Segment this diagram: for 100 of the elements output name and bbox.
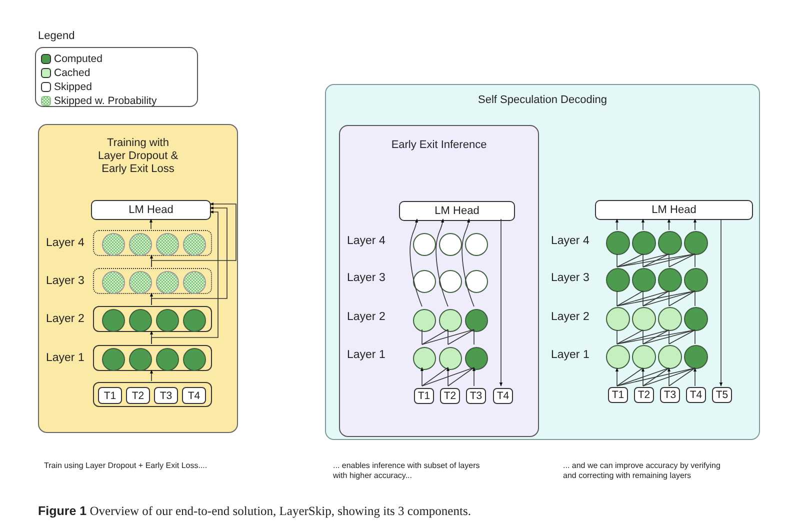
- layer-unit-circle: [412, 232, 436, 256]
- connector-line: [642, 368, 696, 386]
- layer-unit-circle: [658, 268, 682, 292]
- connector-line: [616, 290, 644, 306]
- layer-label: Layer 3: [551, 272, 590, 284]
- panel-title: Early Exit Inference: [390, 139, 488, 152]
- layer-unit-circle: [632, 345, 656, 369]
- layer-unit-circle: [464, 346, 488, 370]
- legend-label: Skipped w. Probability: [54, 94, 157, 106]
- layer-unit-circle: [182, 308, 206, 332]
- layer-label: Layer 2: [551, 311, 590, 323]
- connector-line: [668, 254, 670, 268]
- layer-unit-circle: [606, 231, 630, 255]
- layer-label: Layer 4: [46, 237, 84, 249]
- connector-line: [422, 367, 474, 386]
- arrow: [446, 367, 450, 386]
- connector-line: [668, 368, 696, 386]
- layer-label: Layer 1: [347, 349, 386, 361]
- connector-line: [616, 254, 696, 268]
- arrow: [420, 367, 424, 386]
- connector-line: [642, 290, 670, 306]
- connector-line: [616, 290, 696, 306]
- arrow: [615, 218, 619, 230]
- connector-line: [642, 330, 670, 344]
- layer-unit-circle: [684, 345, 708, 369]
- arrow: [151, 206, 228, 306]
- layer-unit-circle: [684, 268, 708, 292]
- layer-label: Layer 1: [46, 352, 84, 364]
- token-box: T2: [634, 387, 654, 403]
- layer-unit-circle: [438, 232, 462, 256]
- arrow: [667, 218, 671, 230]
- connector-line: [694, 330, 696, 344]
- arrow: [693, 218, 697, 230]
- token-box: T2: [440, 388, 460, 404]
- legend-heading: Legend: [38, 30, 75, 42]
- connector-line: [694, 254, 696, 268]
- layer-unit-circle: [606, 307, 630, 331]
- figure-caption: Figure 1 Overview of our end-to-end solution, LayerSkip, showing its 3 components.: [38, 504, 471, 519]
- arrow: [410, 218, 422, 307]
- panel-title: Training with Layer Dropout & Early Exit Loss: [96, 137, 180, 176]
- layer-label: Layer 2: [347, 311, 386, 323]
- lm-head-box: LM Head: [91, 200, 211, 220]
- arrow: [462, 218, 474, 307]
- token-box: T3: [466, 388, 486, 404]
- connector-line: [642, 368, 670, 386]
- connector-line: [448, 367, 474, 386]
- connector-line: [668, 290, 670, 306]
- lm-head-box: LM Head: [399, 201, 515, 221]
- layer-unit-circle: [632, 231, 656, 255]
- layer-unit-circle: [182, 232, 206, 256]
- connector-line: [694, 290, 696, 306]
- layer-label: Layer 3: [46, 275, 84, 287]
- layer-unit-circle: [658, 345, 682, 369]
- token-box: T4: [182, 387, 206, 404]
- arrow: [499, 218, 503, 386]
- legend-label: Skipped: [54, 80, 92, 92]
- connector-line: [668, 330, 696, 344]
- layer-unit-circle: [156, 232, 178, 256]
- layer-label: Layer 2: [46, 313, 84, 325]
- token-row: [93, 382, 212, 407]
- connector-line: [616, 330, 696, 344]
- connector-line: [642, 290, 644, 306]
- arrow: [719, 218, 723, 386]
- layer-unit-circle: [156, 270, 178, 294]
- arrow: [149, 218, 153, 230]
- arrow: [615, 368, 619, 386]
- layer-unit-circle: [156, 308, 178, 332]
- arrow: [641, 368, 645, 386]
- connector-line: [616, 330, 644, 344]
- legend-label: Computed: [54, 52, 102, 64]
- layer-unit-circle: [412, 270, 436, 292]
- arrow: [151, 202, 236, 268]
- panel: [339, 125, 539, 437]
- layer-unit-circle: [102, 308, 124, 332]
- note-text: ... and we can improve accuracy by verifying and correcting with remaining layers: [563, 461, 722, 481]
- token-box: T5: [712, 387, 732, 403]
- connector-line: [642, 330, 644, 344]
- layer-label: Layer 4: [347, 235, 386, 247]
- layer-unit-circle: [658, 307, 682, 331]
- token-box: T1: [608, 387, 628, 403]
- connector-line: [668, 330, 670, 344]
- connector-line: [616, 368, 696, 386]
- layer-unit-circle: [438, 270, 462, 292]
- token-box: T1: [98, 387, 122, 404]
- connector-line: [616, 330, 618, 344]
- connector-line: [642, 254, 670, 268]
- layer-unit-circle: [128, 270, 152, 294]
- panel: [325, 84, 760, 440]
- layer-unit-circle: [684, 231, 708, 255]
- arrow: [472, 367, 476, 386]
- layer-unit-circle: [632, 307, 656, 331]
- arrow: [693, 368, 697, 386]
- note-text: ... enables inference with subset of layers with higher accuracy...: [333, 461, 481, 481]
- connector-line: [616, 368, 670, 386]
- layer-unit-circle: [412, 308, 436, 332]
- layer-unit-circle: [606, 268, 630, 292]
- token-box: T1: [414, 388, 434, 404]
- connector-line: [668, 254, 696, 268]
- legend-label: Cached: [54, 66, 90, 78]
- connector-line: [422, 329, 474, 345]
